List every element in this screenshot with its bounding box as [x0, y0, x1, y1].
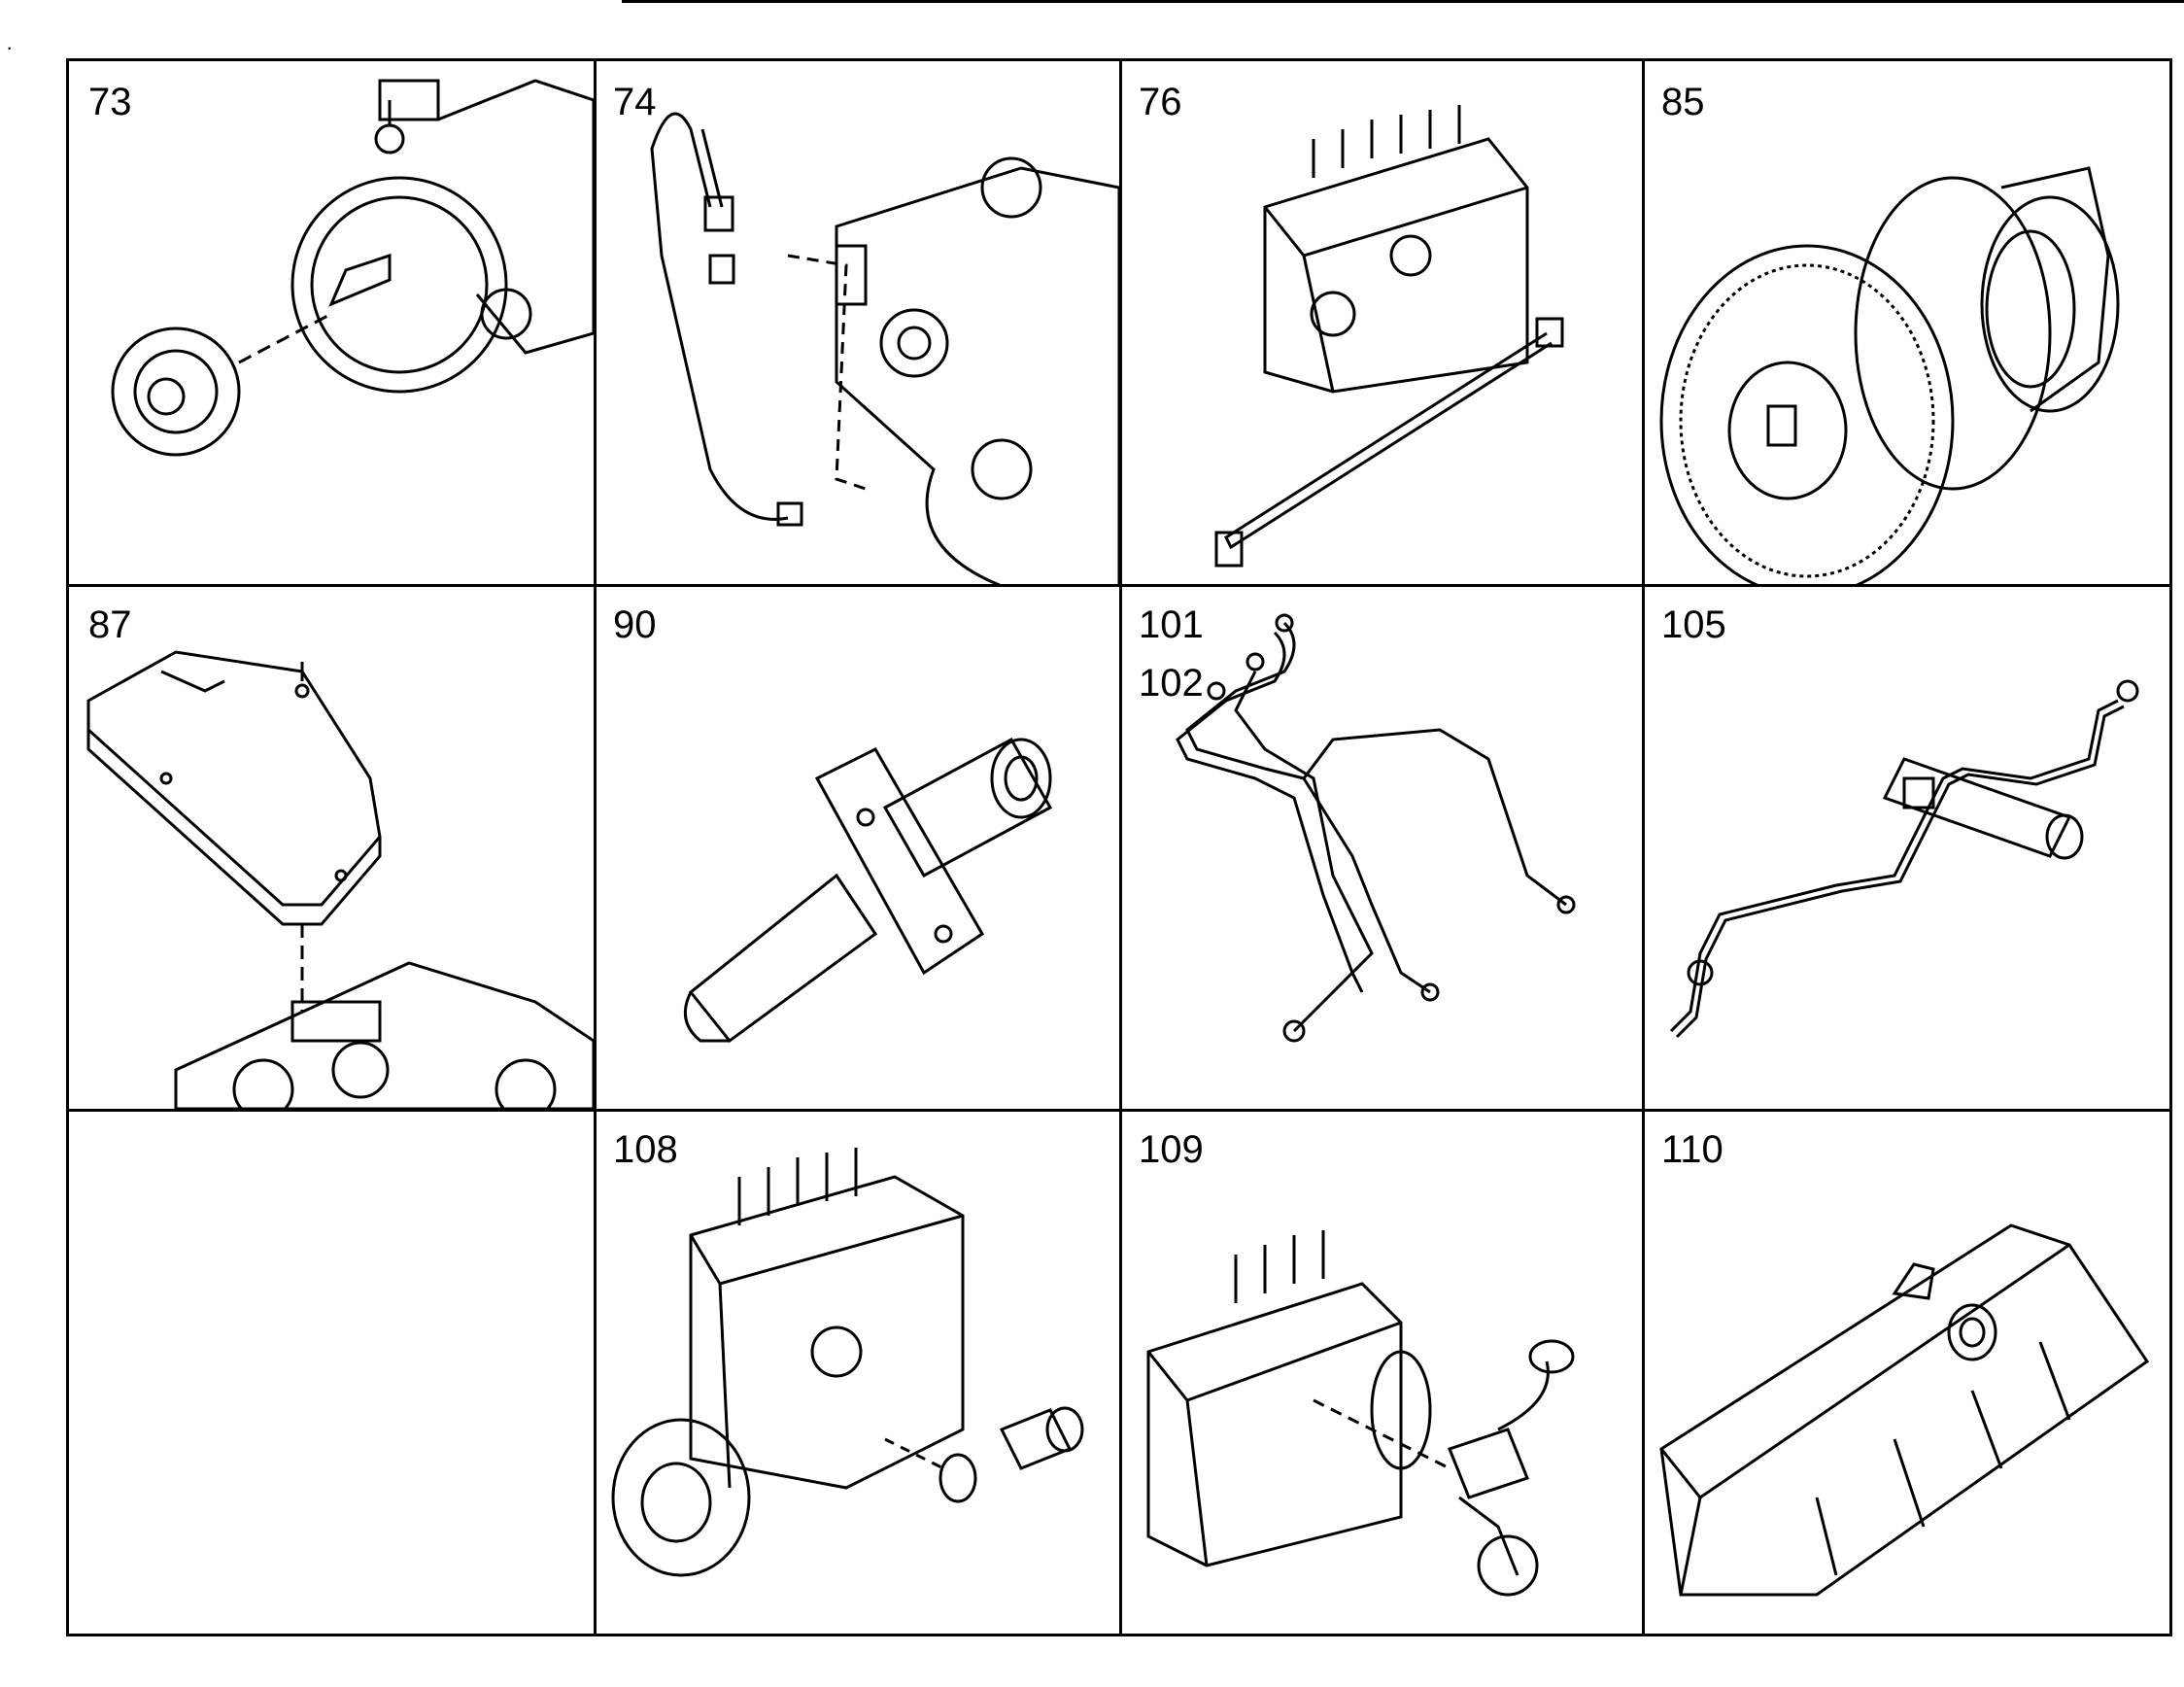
part-number: 87	[88, 603, 132, 646]
grid-divider	[69, 1109, 2169, 1112]
part-number: 110	[1661, 1128, 1723, 1171]
part-cell-105: 105	[1642, 584, 2169, 1109]
part-number: 108	[613, 1128, 678, 1171]
part-cell-74: 74	[594, 61, 1119, 584]
injection-pump-assembly-illustration	[611, 1148, 1084, 1577]
part-cell-empty	[69, 1109, 594, 1634]
grid-divider	[1642, 61, 1645, 1634]
part-cell-87: 87	[69, 584, 594, 1109]
injection-pump-pipe-illustration	[1214, 105, 1564, 568]
leak-off-pipe-illustration	[1669, 679, 2139, 1039]
part-number: 76	[1139, 81, 1182, 123]
part-number: 73	[88, 81, 132, 123]
cover-plate-illustration	[86, 650, 594, 1109]
part-number: 90	[613, 603, 657, 646]
part-number: 105	[1661, 603, 1726, 646]
part-number: 74	[613, 81, 657, 123]
part-cell-101-102: 101 102	[1119, 584, 1642, 1109]
top-border-line	[622, 0, 2184, 3]
grid-divider	[594, 61, 597, 1634]
pump-fitting-illustration	[1146, 1230, 1575, 1597]
part-cell-90: 90	[594, 584, 1119, 1109]
part-cell-109: 109	[1119, 1109, 1642, 1634]
part-number: 101	[1139, 603, 1204, 646]
part-cell-73: 73	[69, 61, 594, 584]
fuel-pipe-illustration	[650, 112, 1119, 584]
grid-divider	[1119, 61, 1122, 1634]
part-cell-110: 110	[1642, 1109, 2169, 1634]
part-cell-85: 85	[1642, 61, 2169, 584]
part-cell-108: 108	[594, 1109, 1119, 1634]
scan-mark: ·	[6, 35, 14, 59]
rocker-cover-illustration	[1659, 1223, 2150, 1597]
timer-gear-illustration	[1659, 166, 2120, 584]
injection-pipes-illustration	[1176, 613, 1576, 1043]
part-number: 109	[1139, 1128, 1204, 1171]
parts-diagram-grid: 73 74 76	[66, 58, 2172, 1636]
grid-divider	[69, 584, 2169, 587]
part-number: 85	[1661, 81, 1705, 123]
gear-drive-illustration	[111, 79, 594, 457]
nozzle-holder-illustration	[683, 737, 1053, 1044]
part-number-secondary: 102	[1139, 662, 1204, 705]
part-cell-76: 76	[1119, 61, 1642, 584]
